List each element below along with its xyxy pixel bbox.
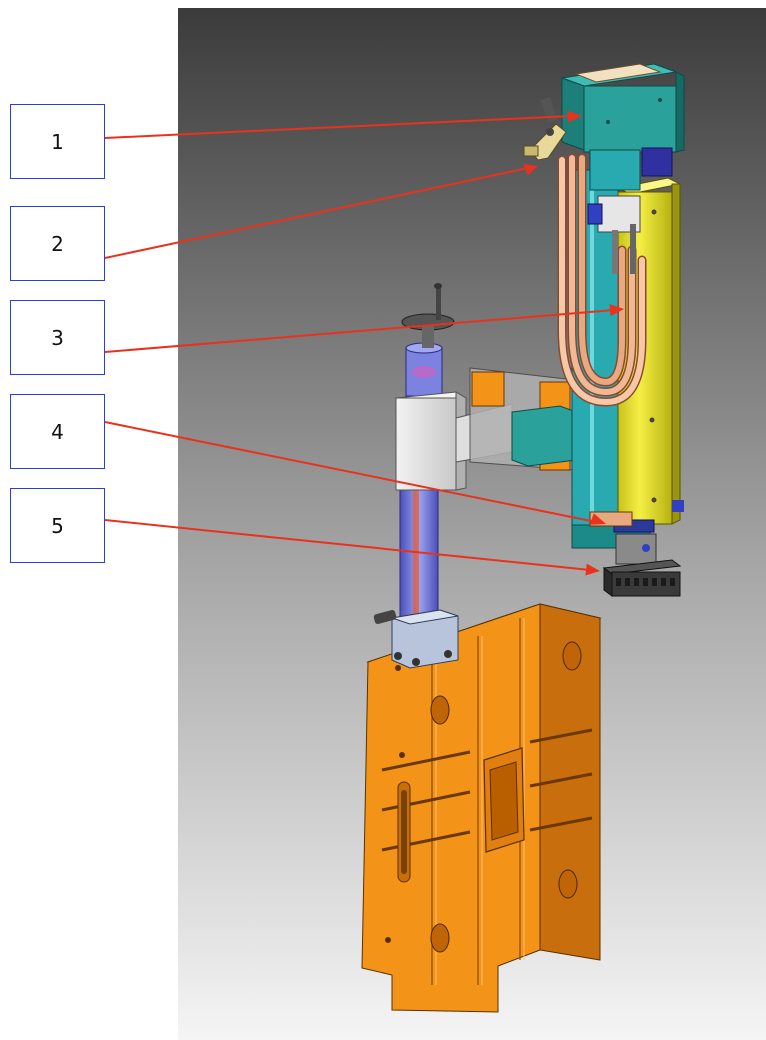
terminal-strip: [602, 559, 682, 597]
callout-2-label: 2: [51, 231, 64, 256]
callout-4: 4: [10, 394, 105, 469]
base-casting: [361, 603, 602, 1013]
callout-4-label: 4: [51, 419, 64, 444]
blue-connector: [587, 195, 641, 274]
callout-5: 5: [10, 488, 105, 563]
callout-3: 3: [10, 300, 105, 375]
callout-1: 1: [10, 104, 105, 179]
transformer-box: [561, 63, 685, 191]
callout-5-label: 5: [51, 513, 64, 538]
callout-2: 2: [10, 206, 105, 281]
vertical-column: [373, 283, 459, 669]
copper-tubes: [557, 153, 647, 407]
leader-lines: [104, 110, 624, 576]
callout-1-label: 1: [51, 129, 64, 154]
arm-plate: [469, 367, 597, 471]
callout-3-label: 3: [51, 325, 64, 350]
